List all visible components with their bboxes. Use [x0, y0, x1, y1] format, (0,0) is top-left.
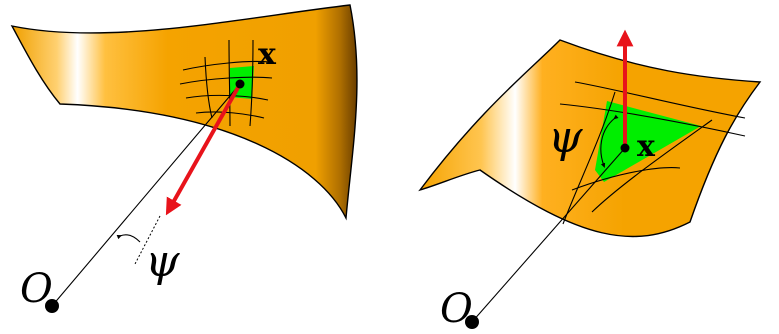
- left-angle-label: ψ: [145, 236, 180, 287]
- left-origin-dot: [45, 299, 59, 313]
- left-point-label: x: [258, 37, 277, 72]
- left-figure: x ψ O: [10, 4, 358, 313]
- left-origin-label: O: [20, 266, 53, 312]
- left-normal-arrow: [165, 83, 242, 216]
- right-origin-label: O: [440, 286, 473, 332]
- right-point-label: x: [637, 129, 656, 164]
- right-grid-lines: [559, 81, 746, 225]
- left-grid-lines: [179, 39, 273, 127]
- left-dotted-line: [134, 215, 161, 265]
- left-angle-arc: [116, 234, 141, 243]
- right-angle-label: ψ: [548, 112, 583, 163]
- right-origin-dot: [465, 315, 479, 329]
- left-surface: [10, 4, 358, 221]
- right-figure: x ψ O: [418, 29, 762, 332]
- left-surface-point: [235, 79, 245, 89]
- right-angle-arc: [600, 114, 619, 169]
- right-surface-point: [620, 143, 630, 153]
- right-ray-line: [471, 147, 626, 323]
- left-ray-line: [51, 83, 241, 307]
- right-surface: [418, 39, 762, 238]
